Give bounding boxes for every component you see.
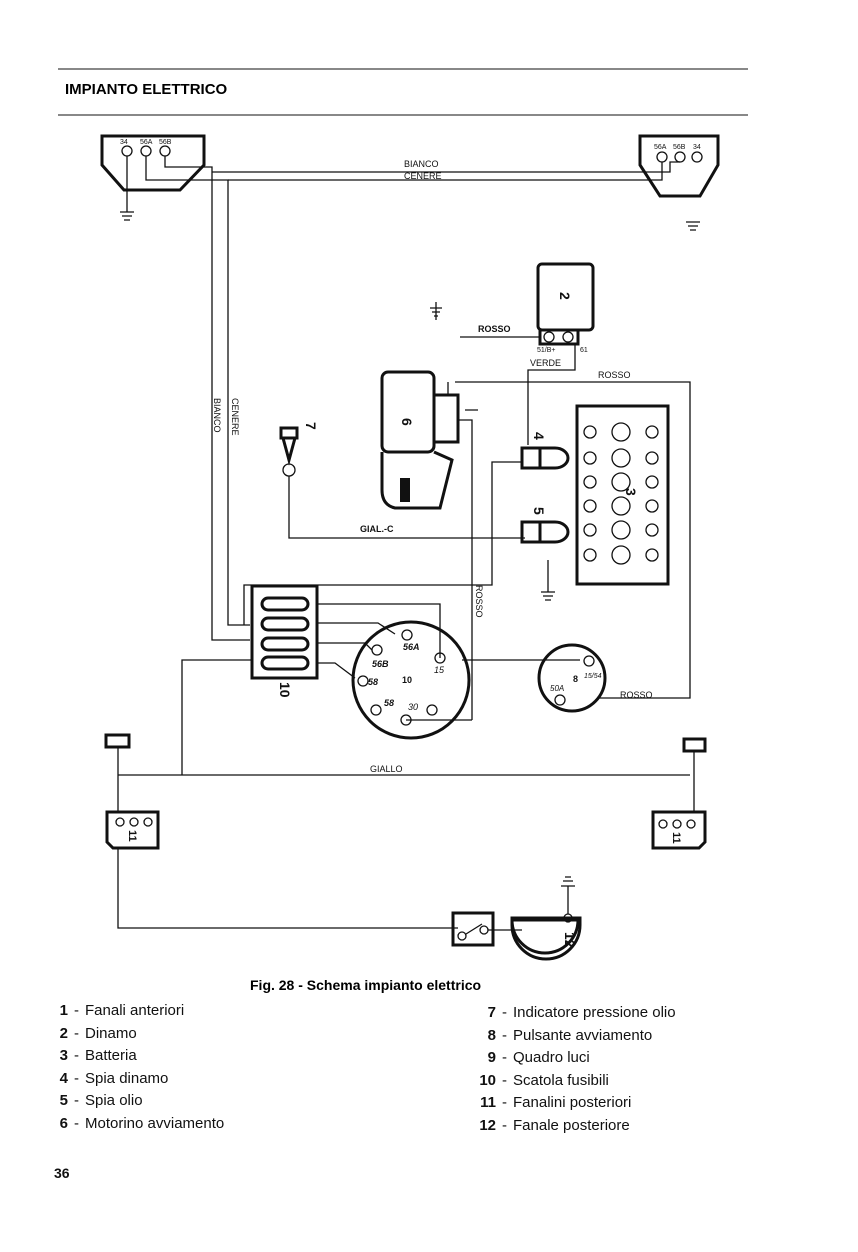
legend-item: 1-Fanali anteriori bbox=[59, 1002, 185, 1019]
wire-cenere bbox=[145, 156, 250, 626]
svg-text:50A: 50A bbox=[550, 684, 564, 693]
battery: 3 bbox=[575, 404, 670, 586]
legend-left: 1-Fanali anteriori 2-Dinamo 3-Batteria 4… bbox=[50, 1000, 225, 1136]
svg-text:51/B+: 51/B+ bbox=[537, 347, 556, 354]
figure-caption: Fig. 28 - Schema impianto elettrico bbox=[250, 977, 481, 993]
wire-lamp bbox=[243, 461, 522, 625]
front-light-right: 56A 56B 34 bbox=[638, 134, 720, 231]
oil-warning-lamp: 5 bbox=[520, 507, 570, 544]
svg-text:30: 30 bbox=[408, 702, 418, 712]
rear-lamp: 12 bbox=[510, 876, 582, 961]
legend-item: 2-Dinamo bbox=[59, 1024, 137, 1042]
wire-rear-bottom bbox=[117, 848, 458, 929]
svg-text:56B: 56B bbox=[159, 139, 172, 146]
svg-text:56A: 56A bbox=[654, 144, 667, 151]
front-light-left: 34 56A 56B bbox=[100, 134, 206, 221]
svg-text:56A: 56A bbox=[403, 642, 420, 652]
svg-text:5: 5 bbox=[531, 507, 547, 515]
legend-item: 3-Batteria bbox=[59, 1047, 137, 1065]
label-cenere-v: CENERE bbox=[230, 398, 240, 436]
oil-pressure-indicator: 7 bbox=[279, 422, 319, 477]
svg-text:56A: 56A bbox=[140, 139, 153, 146]
svg-text:11: 11 bbox=[126, 830, 138, 842]
svg-text:11: 11 bbox=[670, 832, 682, 844]
wire-giallo bbox=[117, 747, 695, 812]
svg-text:10: 10 bbox=[277, 682, 293, 698]
svg-text:ROSSO: ROSSO bbox=[620, 690, 653, 700]
svg-text:56B: 56B bbox=[372, 659, 389, 669]
legend-item: 12-Fanale posteriore bbox=[479, 1116, 630, 1134]
label-bianco: BIANCO bbox=[404, 159, 439, 169]
rear-connector-right bbox=[682, 737, 707, 753]
svg-text:58: 58 bbox=[368, 677, 378, 687]
light-switch: 56A 56B 15 58 58 30 10 bbox=[351, 620, 471, 740]
legend-item: 7-Indicatore pressione olio bbox=[487, 1004, 676, 1021]
wire-bianco bbox=[164, 156, 250, 641]
svg-text:3: 3 bbox=[623, 488, 639, 496]
svg-text:15: 15 bbox=[434, 665, 445, 675]
wire-bianco-top bbox=[212, 161, 680, 173]
svg-text:7: 7 bbox=[303, 422, 319, 430]
start-button: 15/54 50A 8 bbox=[537, 643, 607, 713]
page-number: 36 bbox=[54, 1165, 70, 1181]
svg-text:VERDE: VERDE bbox=[530, 358, 561, 368]
svg-text:58: 58 bbox=[384, 698, 394, 708]
wire-oil bbox=[288, 476, 525, 539]
wire-rosso-top bbox=[455, 381, 691, 699]
svg-text:34: 34 bbox=[693, 144, 701, 151]
svg-text:ROSSO: ROSSO bbox=[598, 370, 631, 380]
legend-item: 6-Motorino avviamento bbox=[59, 1114, 225, 1132]
page-title: IMPIANTO ELETTRICO bbox=[65, 81, 228, 98]
svg-text:2: 2 bbox=[557, 292, 573, 300]
svg-text:56B: 56B bbox=[673, 144, 686, 151]
starter-motor: 6 bbox=[380, 370, 478, 510]
svg-text:4: 4 bbox=[531, 432, 547, 440]
svg-text:15/54: 15/54 bbox=[584, 673, 602, 680]
wire-verde bbox=[527, 344, 576, 445]
legend-item: 8-Pulsante avviamento bbox=[487, 1026, 653, 1044]
svg-text:GIAL.-C: GIAL.-C bbox=[360, 524, 394, 534]
legend-item: 9-Quadro luci bbox=[487, 1049, 590, 1067]
wire-fuse-giallo bbox=[181, 659, 252, 775]
wire-switch bbox=[406, 659, 580, 721]
svg-text:34: 34 bbox=[120, 139, 128, 146]
wire-fuses bbox=[317, 603, 441, 679]
svg-text:ROSSO: ROSSO bbox=[478, 324, 511, 334]
svg-text:12: 12 bbox=[562, 932, 578, 948]
svg-text:8: 8 bbox=[573, 674, 578, 684]
dynamo-warning-lamp: 4 bbox=[520, 432, 570, 470]
rear-light-left: 11 bbox=[105, 810, 160, 850]
svg-text:GIALLO: GIALLO bbox=[370, 764, 403, 774]
rear-light-right: 11 bbox=[651, 810, 707, 850]
label-cenere: CENERE bbox=[404, 171, 442, 181]
brake-switch bbox=[451, 911, 522, 947]
legend-item: 5-Spia olio bbox=[59, 1092, 143, 1110]
rear-connector-left bbox=[104, 733, 131, 749]
dynamo: 2 51/B+ 61 bbox=[536, 262, 595, 354]
label-bianco-v: BIANCO bbox=[212, 398, 222, 433]
legend-item: 10-Scatola fusibili bbox=[479, 1071, 609, 1089]
wire-cenere-top bbox=[228, 162, 663, 181]
svg-text:10: 10 bbox=[402, 675, 412, 685]
ground-symbol bbox=[430, 302, 442, 320]
legend-item: 4-Spia dinamo bbox=[59, 1069, 169, 1087]
ground-symbol bbox=[541, 560, 555, 601]
legend-right: 7-Indicatore pressione olio 8-Pulsante a… bbox=[478, 1002, 676, 1138]
svg-text:ROSSO: ROSSO bbox=[474, 585, 484, 618]
svg-text:6: 6 bbox=[399, 418, 415, 426]
svg-text:61: 61 bbox=[580, 347, 588, 354]
fuse-box: 10 bbox=[250, 584, 319, 698]
legend-item: 11-Fanalini posteriori bbox=[480, 1094, 632, 1112]
